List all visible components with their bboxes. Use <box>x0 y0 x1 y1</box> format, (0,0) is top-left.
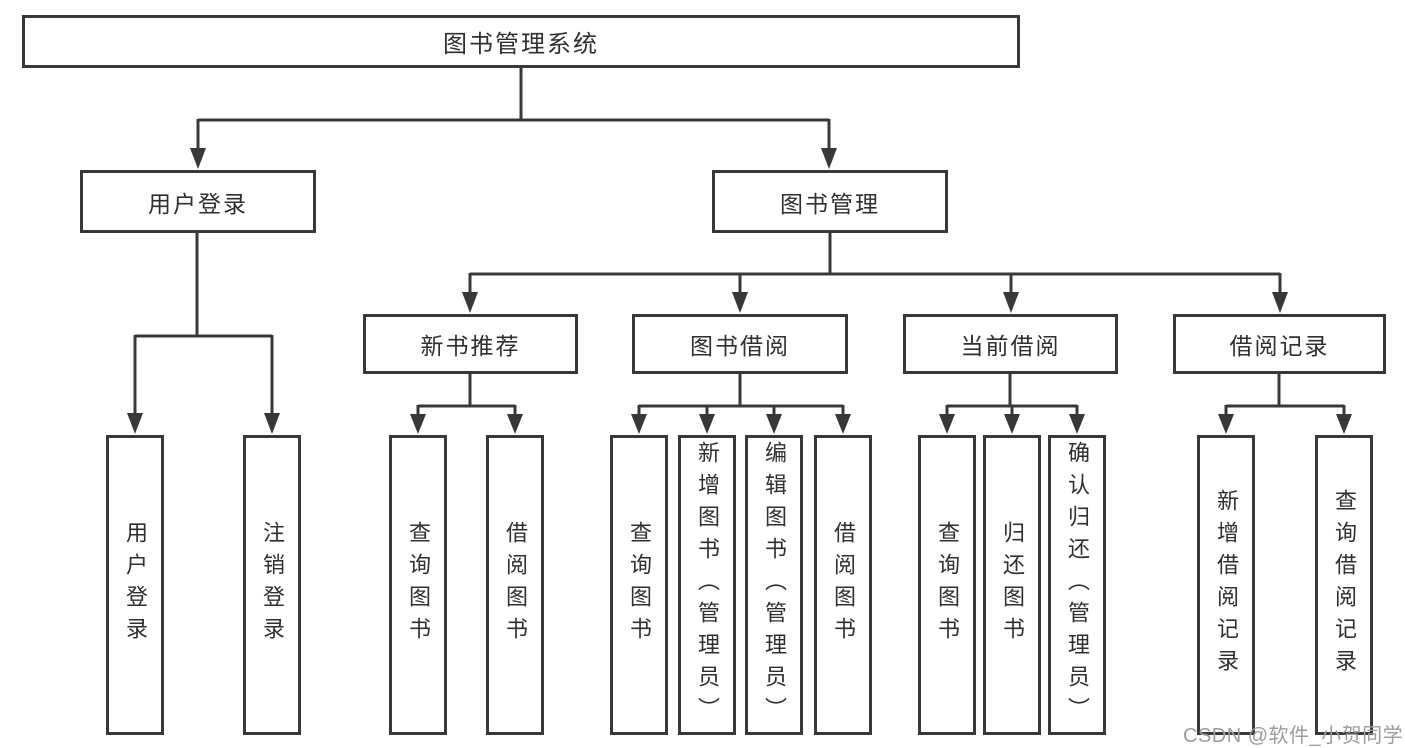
leaf-borrow-books: 借阅图书 <box>814 435 872 735</box>
leaf-return-books: 归还图书 <box>983 435 1041 735</box>
leaf-label: 归还图书 <box>1000 521 1025 649</box>
leaf-query-borrow-record: 查询借阅记录 <box>1315 435 1373 735</box>
leaf-label: 查询图书 <box>406 521 431 649</box>
arrowheads <box>127 148 1352 434</box>
arrow-icon <box>835 414 851 434</box>
arrow-icon <box>1069 414 1085 434</box>
leaf-label: 新增图书（管理员） <box>695 441 720 729</box>
arrow-icon <box>1004 414 1020 434</box>
leaf-confirm-return-admin: 确认归还（管理员） <box>1048 435 1106 735</box>
arrow-icon <box>190 148 206 169</box>
leaf-label: 注销登录 <box>260 521 285 649</box>
csdn-watermark: CSDN @软件_小贺同学 <box>1183 725 1404 747</box>
arrow-icon <box>821 148 837 169</box>
leaf-query-books: 查询图书 <box>610 435 668 735</box>
leaf-add-borrow-record: 新增借阅记录 <box>1197 435 1255 735</box>
node-book-management: 图书管理 <box>712 170 948 233</box>
arrow-icon <box>1003 292 1019 313</box>
arrow-icon <box>766 414 782 434</box>
arrow-icon <box>631 414 647 434</box>
leaf-user-login: 用户登录 <box>106 435 164 735</box>
leaf-add-books-admin: 新增图书（管理员） <box>678 435 736 735</box>
leaf-label: 查询图书 <box>627 521 652 649</box>
node-user-login: 用户登录 <box>80 170 316 233</box>
leaf-label: 用户登录 <box>123 521 148 649</box>
node-new-book-recommend: 新书推荐 <box>363 314 578 374</box>
leaf-label: 新增借阅记录 <box>1214 489 1239 681</box>
arrow-icon <box>732 292 748 313</box>
leaf-label: 查询借阅记录 <box>1332 489 1357 681</box>
arrow-icon <box>699 414 715 434</box>
node-current-borrow: 当前借阅 <box>903 314 1118 374</box>
leaf-logout: 注销登录 <box>243 435 301 735</box>
arrow-icon <box>1336 414 1352 434</box>
arrow-icon <box>1272 292 1288 313</box>
leaf-label: 编辑图书（管理员） <box>762 441 787 729</box>
arrow-icon <box>1218 414 1234 434</box>
arrow-icon <box>264 413 280 434</box>
leaf-query-books: 查询图书 <box>389 435 447 735</box>
leaf-label: 借阅图书 <box>503 521 528 649</box>
node-root-system: 图书管理系统 <box>22 15 1020 68</box>
arrow-icon <box>939 414 955 434</box>
leaf-query-books: 查询图书 <box>918 435 976 735</box>
node-book-borrow: 图书借阅 <box>632 314 848 374</box>
arrow-icon <box>507 414 523 434</box>
leaf-borrow-books: 借阅图书 <box>486 435 544 735</box>
leaf-edit-books-admin: 编辑图书（管理员） <box>745 435 803 735</box>
leaf-label: 确认归还（管理员） <box>1065 441 1090 729</box>
arrow-icon <box>410 414 426 434</box>
node-borrow-records: 借阅记录 <box>1173 314 1386 374</box>
arrow-icon <box>462 292 478 313</box>
leaf-label: 查询图书 <box>935 521 960 649</box>
arrow-icon <box>127 413 143 434</box>
leaf-label: 借阅图书 <box>831 521 856 649</box>
